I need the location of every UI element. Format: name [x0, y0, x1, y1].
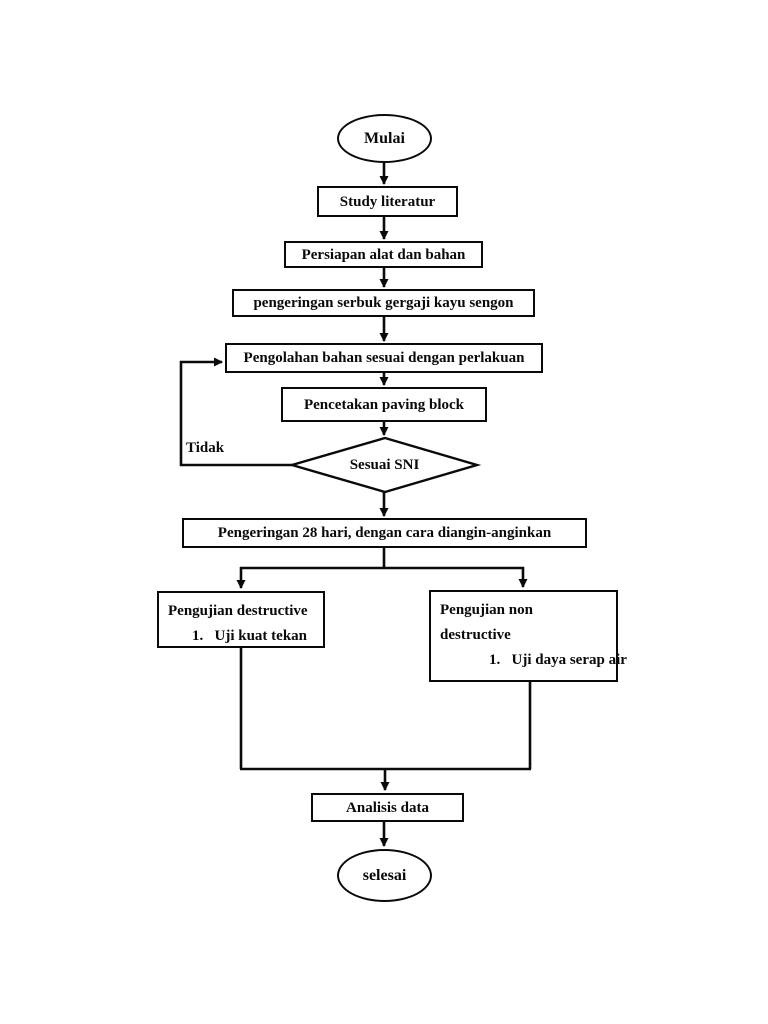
node-persiapan-alat: Persiapan alat dan bahan [284, 241, 483, 268]
decision-no-branch-label: Tidak [186, 440, 225, 456]
node-analisis-data: Analisis data [311, 793, 464, 822]
node-pencetakan-paving: Pencetakan paving block [281, 387, 487, 422]
pengujian-non-destructive-title-line1: Pengujian non [440, 602, 533, 618]
node-pencetakan-paving-label: Pencetakan paving block [303, 396, 465, 413]
pengujian-non-destructive-item: 1. Uji daya serap air [489, 652, 627, 668]
node-persiapan-alat-label: Persiapan alat dan bahan [301, 246, 466, 263]
node-study-literatur: Study literatur [317, 186, 458, 217]
node-pengolahan-bahan-label: Pengolahan bahan sesuai dengan perlakuan [243, 350, 525, 366]
node-start-terminator: Mulai [337, 114, 432, 163]
node-analisis-data-label: Analisis data [346, 799, 429, 816]
pengujian-destructive-item: 1. Uji kuat tekan [192, 628, 308, 644]
node-end-label: selesai [362, 866, 407, 884]
node-pengujian-destructive: Pengujian destructive 1. Uji kuat tekan [157, 591, 325, 648]
node-pengolahan-bahan: Pengolahan bahan sesuai dengan perlakuan [225, 343, 543, 373]
node-pengeringan-serbuk: pengeringan serbuk gergaji kayu sengon [232, 289, 535, 317]
node-pengujian-non-destructive: Pengujian non destructive 1. Uji daya se… [429, 590, 627, 682]
node-study-literatur-label: Study literatur [339, 193, 436, 210]
pengujian-non-destructive-title-line2: destructive [440, 627, 511, 643]
node-pengeringan-28-hari-label: Pengeringan 28 hari, dengan cara diangin… [217, 525, 552, 541]
node-end-terminator: selesai [337, 849, 432, 902]
node-decision-sesuai-sni: Sesuai SNI [292, 438, 477, 492]
node-decision-label: Sesuai SNI [349, 456, 420, 473]
pengujian-destructive-title: Pengujian destructive [168, 603, 308, 619]
node-pengeringan-28-hari: Pengeringan 28 hari, dengan cara diangin… [182, 518, 587, 548]
node-start-label: Mulai [364, 129, 405, 147]
node-pengeringan-serbuk-label: pengeringan serbuk gergaji kayu sengon [253, 295, 514, 311]
